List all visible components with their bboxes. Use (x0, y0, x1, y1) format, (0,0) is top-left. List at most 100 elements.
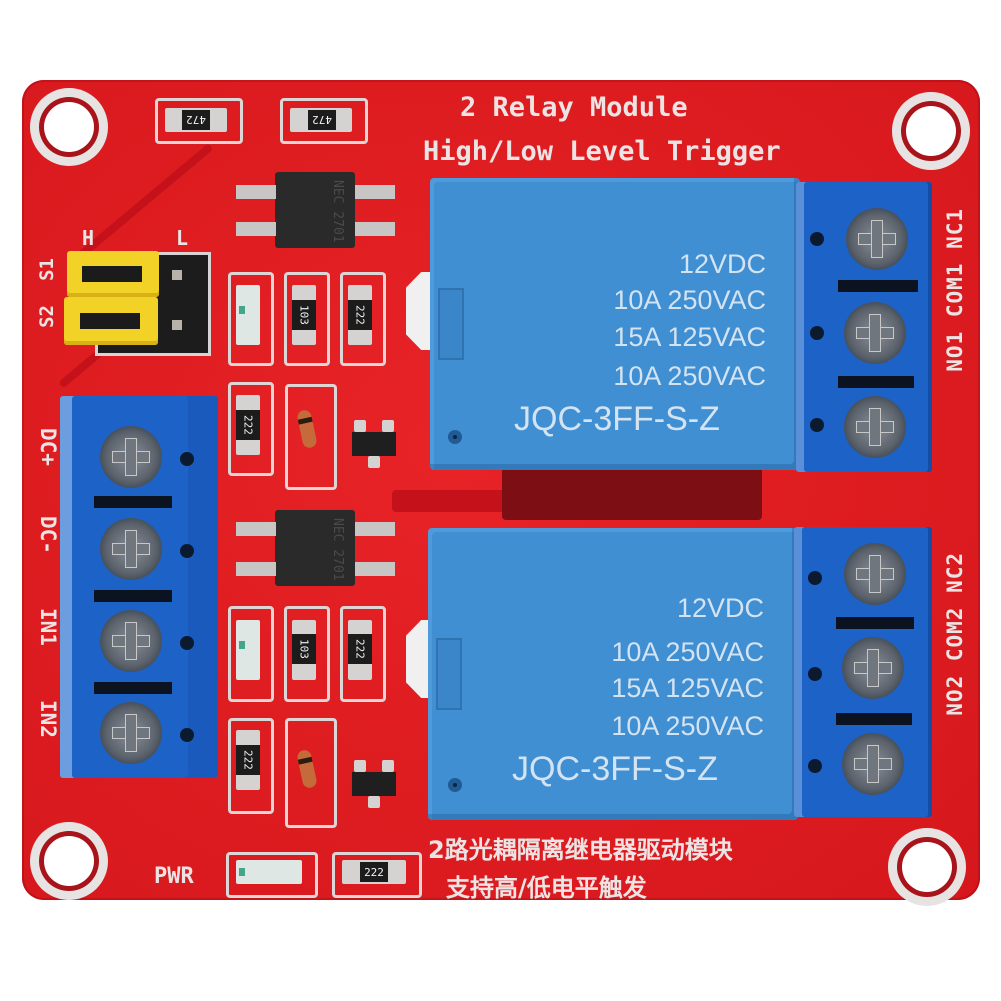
chinese-description-line1: 2路光耦隔离继电器驱动模块 (428, 836, 733, 864)
resistor-outline (340, 272, 386, 366)
jumper-s1-label: S1 (36, 258, 58, 281)
ic-lead (355, 562, 395, 576)
terminal-separator (836, 713, 912, 725)
output-2-labels: NO2 COM2 NC2 (943, 552, 967, 716)
jumper-low-label: L (176, 226, 189, 250)
ic-lead (236, 222, 276, 236)
ch1-resistor-222b: 222 (236, 410, 260, 440)
ic-lead (355, 185, 395, 199)
optocoupler-1 (275, 172, 355, 248)
chinese-description-line2: 支持高/低电平触发 (446, 874, 647, 902)
screw-nc1[interactable] (846, 208, 908, 270)
ch2-resistor-103: 103 (292, 634, 316, 664)
output-terminal-1 (796, 182, 932, 472)
relay-2-rating-line3: 15A 125VAC (611, 673, 764, 703)
jumper-high-label: H (82, 226, 95, 250)
resistor-outline (280, 98, 368, 144)
resistor-outline (284, 606, 330, 702)
terminal-dot (810, 326, 824, 340)
resistor-outline (332, 852, 422, 898)
jumper-slot (82, 266, 142, 282)
ic-lead (355, 222, 395, 236)
input-label-in1: IN1 (36, 608, 60, 646)
input-label-dc-plus: DC+ (36, 428, 60, 466)
diode-outline (285, 384, 337, 490)
ic-lead (236, 562, 276, 576)
mounting-hole-bottom-left (30, 822, 108, 900)
relay-1-rating-line4: 10A 250VAC (613, 361, 766, 391)
transistor-pad (382, 420, 394, 432)
terminal-dot (180, 452, 194, 466)
ch2-resistor-222b: 222 (236, 745, 260, 775)
resistor-r2: 472 (308, 110, 336, 130)
pwr-led (236, 860, 302, 884)
relay-2: 12VDC 10A 250VAC 15A 125VAC 10A 250VAC J… (428, 528, 798, 820)
relay-2-model: JQC-3FF-S-Z (512, 750, 718, 788)
terminal-dot (180, 728, 194, 742)
relay-1-rating-line3: 15A 125VAC (613, 322, 766, 352)
screw-com1[interactable] (844, 302, 906, 364)
screw-in1[interactable] (100, 610, 162, 672)
relay-2-rating-line1: 12VDC (676, 593, 764, 623)
screw-no2[interactable] (842, 733, 904, 795)
screw-com2[interactable] (842, 637, 904, 699)
terminal-dot (808, 759, 822, 773)
led-outline (228, 272, 274, 366)
ch1-transistor (352, 432, 396, 456)
terminal-dot (810, 232, 824, 246)
ch2-resistor-222: 222 (348, 634, 372, 664)
screw-in2[interactable] (100, 702, 162, 764)
led-outline (228, 606, 274, 702)
resistor-outline (228, 382, 274, 476)
transistor-pad (368, 456, 380, 468)
relay-notch (438, 288, 464, 360)
pwr-label: PWR (154, 864, 194, 889)
terminal-dot (808, 571, 822, 585)
screw-dc-minus[interactable] (100, 518, 162, 580)
ch2-transistor (352, 772, 396, 796)
terminal-separator (838, 280, 918, 292)
optocoupler-2 (275, 510, 355, 586)
optocoupler-1-marking: NEC 2701 (330, 180, 345, 243)
terminal-separator (836, 617, 914, 629)
output-1-labels: NO1 COM1 NC1 (943, 208, 967, 372)
ic-lead (355, 522, 395, 536)
relay-1-rating-line2: 10A 250VAC (613, 285, 766, 315)
jumper-slot (80, 313, 140, 329)
pcb-trace (502, 460, 762, 520)
mounting-hole-top-right (892, 92, 970, 170)
terminal-dot (180, 544, 194, 558)
transistor-pad (368, 796, 380, 808)
optocoupler-2-marking: NEC 2701 (330, 518, 345, 581)
pwr-led-outline (226, 852, 318, 898)
relay-2-rating-line4: 10A 250VAC (611, 711, 764, 741)
ch1-resistor-222: 222 (348, 300, 372, 330)
transistor-pad (354, 420, 366, 432)
terminal-separator (94, 682, 172, 694)
ch1-resistor-103: 103 (292, 300, 316, 330)
channel-2-led (236, 620, 260, 680)
terminal-dot (180, 636, 194, 650)
relay-1: 12VDC 10A 250VAC 15A 125VAC 10A 250VAC J… (430, 178, 800, 470)
pwr-resistor: 222 (360, 862, 388, 882)
screw-nc2[interactable] (844, 543, 906, 605)
mounting-hole-top-left (30, 88, 108, 166)
screw-no1[interactable] (844, 396, 906, 458)
relay-notch (436, 638, 462, 710)
relay-1-rating-line1: 12VDC (678, 249, 766, 279)
relay-marker-dot (448, 778, 462, 792)
resistor-outline (155, 98, 243, 144)
relay-1-model: JQC-3FF-S-Z (514, 400, 720, 438)
board-title-line2: High/Low Level Trigger (423, 136, 781, 167)
channel-1-led (236, 285, 260, 345)
ic-lead (236, 522, 276, 536)
screw-dc-plus[interactable] (100, 426, 162, 488)
input-label-dc-minus: DC- (36, 516, 60, 554)
header-pin (172, 320, 182, 330)
input-label-in2: IN2 (36, 700, 60, 738)
mounting-hole-bottom-right (888, 828, 966, 906)
header-pin (172, 270, 182, 280)
ic-lead (236, 185, 276, 199)
input-terminal (60, 396, 218, 778)
diode-outline (285, 718, 337, 828)
